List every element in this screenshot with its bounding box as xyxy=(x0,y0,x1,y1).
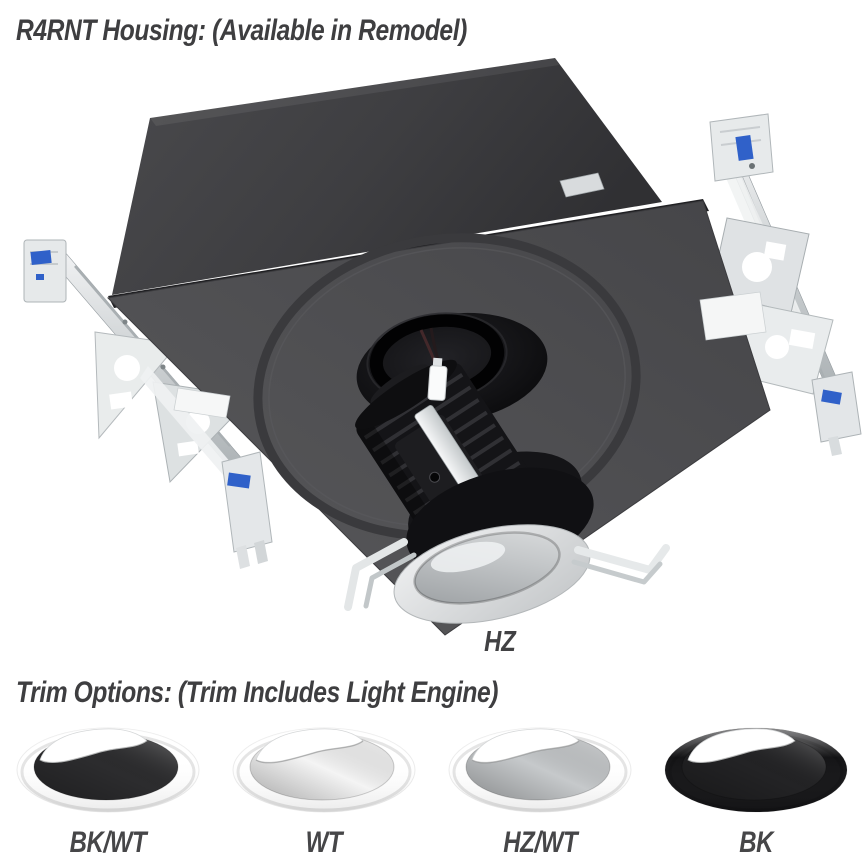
butterfly-clip xyxy=(821,389,842,405)
plate-tab-right xyxy=(699,291,767,341)
butterfly-clip xyxy=(227,472,251,489)
hanger-bar-right xyxy=(702,113,862,456)
trim-options-heading: Trim Options: (Trim Includes Light Engin… xyxy=(16,676,499,709)
trim-image-bk-wt xyxy=(16,727,200,813)
hanger-end-bracket-right-top xyxy=(709,113,774,182)
housing-trim-finish-label: HZ xyxy=(484,626,516,658)
trim-label: BK xyxy=(739,826,773,859)
trim-option-wt: WT xyxy=(216,720,432,860)
trim-lens xyxy=(687,728,796,763)
trim-image-wt xyxy=(232,727,416,813)
hanger-end-bracket-left-top xyxy=(23,239,67,303)
torsion-spring-right xyxy=(574,544,670,574)
trim-lens xyxy=(39,728,148,763)
housing-heading: R4RNT Housing: (Available in Remodel) xyxy=(16,14,467,47)
housing-photo xyxy=(23,58,862,636)
trim-label: HZ/WT xyxy=(503,826,577,859)
rim-clip xyxy=(559,172,605,198)
housing-box-top-edge xyxy=(150,58,559,126)
nail-plate-left-1 xyxy=(94,331,179,440)
light-engine xyxy=(344,359,670,624)
trim-lens xyxy=(471,728,580,763)
trim-lens xyxy=(255,728,364,763)
plate-tab-left xyxy=(173,387,231,419)
trim-image-hz-wt xyxy=(448,727,632,813)
trim-label: WT xyxy=(305,826,343,859)
trim-option-bk: BK xyxy=(648,720,864,860)
housing-box xyxy=(112,58,662,295)
wire-connector xyxy=(419,327,448,401)
torsion-spring-left xyxy=(344,538,408,611)
trim-option-bk-wt: BK/WT xyxy=(0,720,216,860)
hanger-end-bracket-left-bottom xyxy=(221,451,273,569)
trim-options-row: BK/WT WT xyxy=(0,720,864,860)
trim-option-hz-wt: HZ/WT xyxy=(432,720,648,860)
butterfly-clip xyxy=(735,135,754,161)
hanger-end-bracket-right-bottom xyxy=(811,371,862,456)
trim-label: BK/WT xyxy=(69,826,147,859)
trim-image-bk xyxy=(664,727,848,813)
butterfly-clip xyxy=(30,249,52,266)
